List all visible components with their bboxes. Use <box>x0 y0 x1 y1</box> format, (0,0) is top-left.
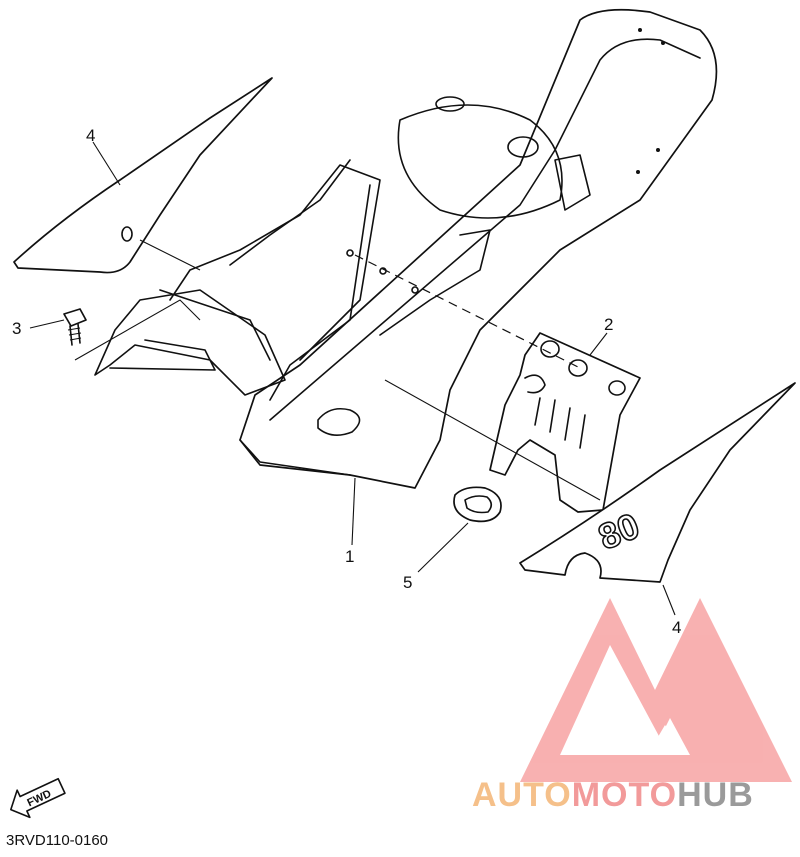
watermark-hub: HUB <box>677 776 754 814</box>
callout-2: 2 <box>604 315 613 334</box>
callout-3: 3 <box>12 319 21 338</box>
callout-4-right: 4 <box>672 618 681 637</box>
side-cover-part-4-left <box>13 77 273 274</box>
bolt-part-3 <box>63 308 87 346</box>
fwd-label: FWD <box>25 788 53 809</box>
watermark-moto: MOTO <box>572 776 677 814</box>
assembly-lines <box>74 239 601 501</box>
fwd-arrow-icon: FWD <box>10 777 66 819</box>
callout-1: 1 <box>345 547 354 566</box>
side-cover-part-4-right: 80 <box>519 382 796 583</box>
leader-lines <box>29 141 676 616</box>
callout-4-left: 4 <box>86 126 95 145</box>
watermark-auto: AUTO <box>472 776 572 814</box>
bracket-part-2 <box>489 332 641 513</box>
diagram-code: 3RVD110-0160 <box>6 832 109 849</box>
watermark-logo-icon <box>520 598 792 782</box>
svg-text:AUTOMOTOHUB: AUTOMOTOHUB <box>472 776 754 814</box>
rear-fender-part-1 <box>94 8 718 489</box>
grommet-part-5 <box>453 486 502 523</box>
callout-5: 5 <box>403 573 412 592</box>
watermark-wordmark: AUTOMOTOHUB <box>472 776 754 814</box>
